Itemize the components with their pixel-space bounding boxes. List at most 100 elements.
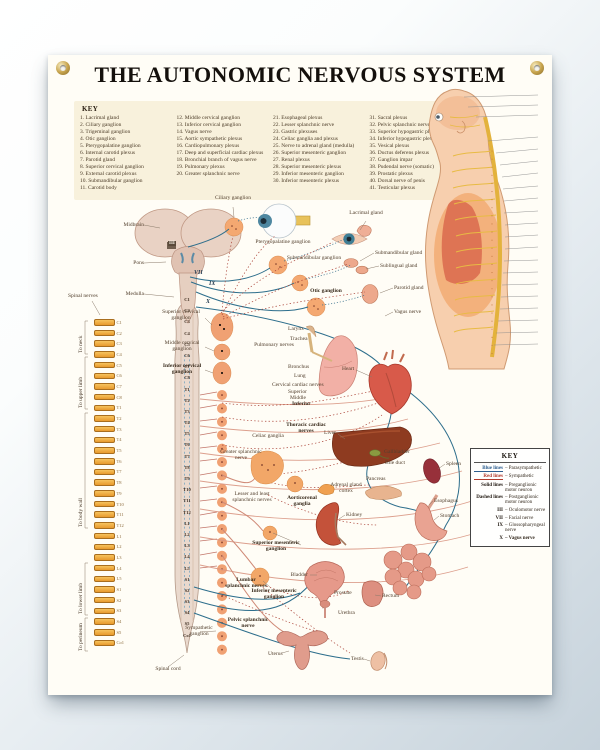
cord-level-label: S1 xyxy=(184,576,190,582)
key-item: 1. Lacrimal gland xyxy=(80,115,119,121)
key-item: 30. Inferior mesenteric plexus xyxy=(273,178,339,184)
label-bile-duct: Bile duct xyxy=(385,460,406,466)
spinal-nerve-stub: T8 xyxy=(94,477,136,488)
bladder-illustration xyxy=(304,561,345,618)
lung-illustration xyxy=(305,325,358,397)
legend-row-dashed: Dashed lines Postganglionic motor neuron xyxy=(474,495,546,505)
parotid-gland-shape xyxy=(361,284,379,304)
cord-level-label: C1 xyxy=(184,297,190,302)
cord-level-label: C6 xyxy=(184,352,190,358)
spinal-nerve-stub: C2 xyxy=(94,328,136,339)
line-legend-box: KEY Blue lines Parasympathetic Red lines… xyxy=(470,448,550,547)
label-bladder: Bladder xyxy=(290,572,308,578)
key-item: 34. Inferior hypogastric plexus xyxy=(369,136,438,142)
key-item: 23. Gastric plexuses xyxy=(273,129,318,135)
intestines-illustration xyxy=(383,543,437,600)
label-gallbladder: Gallbladder xyxy=(384,449,410,455)
legend-term-IX: IX xyxy=(497,523,503,529)
spinal-nerve-stub: C4 xyxy=(94,349,136,360)
label-inferior-cervical-ganglion: Inferior cervical ganglion xyxy=(162,363,202,376)
spinal-nerve-stub: L2 xyxy=(94,541,136,552)
group-label-to-perineum: To perineum xyxy=(78,623,84,651)
legend-desc-preganglionic: Preganglionic motor neuron xyxy=(503,483,546,493)
key-item: 16. Cardiopulmonary plexus xyxy=(176,143,240,149)
spinal-nerve-stub: T9 xyxy=(94,488,136,499)
legend-term-dashed-lines: Dashed lines xyxy=(476,495,503,501)
sympathetic-chain-illustration xyxy=(210,312,234,660)
key-item: 6. Internal carotid plexus xyxy=(80,150,135,156)
label-submandibular-ganglion: Submandibular ganglion xyxy=(286,255,342,261)
key-item: 17. Deep and superficial cardiac plexus xyxy=(176,150,264,156)
spinal-nerve-stub: S5 xyxy=(94,627,136,638)
spinal-nerve-stub: T3 xyxy=(94,424,136,435)
key-panel-heading: KEY xyxy=(82,105,99,113)
spinal-nerve-stub: T2 xyxy=(94,413,136,424)
label-testis: Testis xyxy=(351,656,364,662)
legend-row-X: X Vagus nerve xyxy=(474,536,546,541)
cord-level-label: T6 xyxy=(184,442,190,448)
cord-level-label: C7 xyxy=(184,364,190,370)
cord-level-label: S4 xyxy=(184,610,190,616)
label-middle-cervical-ganglion: Middle cervical ganglion xyxy=(164,340,200,353)
label-stomach: Stomach xyxy=(440,513,460,519)
key-item: 27. Renal plexus xyxy=(273,157,310,163)
spinal-nerve-stub: C5 xyxy=(94,360,136,371)
label-lesser-least-splanchnic-nerves: Lesser and least splanchnic nerves xyxy=(232,491,272,504)
label-aorticorenal-ganglia: Aorticorenal ganglia xyxy=(287,495,317,508)
legend-row-blue: Blue lines Parasympathetic xyxy=(474,466,546,472)
key-item: 8. Superior cervical ganglion xyxy=(80,164,144,170)
label-sympathetic-ganglion: Sympathetic ganglion xyxy=(185,625,213,638)
label-bronchus: Bronchus xyxy=(288,364,310,370)
key-item: 9. External carotid plexus xyxy=(80,171,137,177)
label-parotid-gland: Parotid gland xyxy=(394,285,424,291)
spinal-nerve-stub: C7 xyxy=(94,381,136,392)
label-inferior-mesenteric-ganglion: Inferior mesenteric ganglion xyxy=(251,588,297,601)
cord-level-label: C2 xyxy=(184,308,190,314)
kidney-illustration xyxy=(315,502,347,546)
spinal-nerve-stub: S3 xyxy=(94,606,136,617)
numeral-glossopharyngeal-IX: IX xyxy=(209,281,216,287)
spinal-nerve-stub: S1 xyxy=(94,584,136,595)
key-item: 33. Superior hypogastric plexus xyxy=(369,129,440,135)
label-greater-splanchnic-nerve: Greater splanchnic nerve xyxy=(220,449,262,462)
key-item: 10. Submandibular ganglion xyxy=(80,178,143,184)
spinal-nerve-stub: C6 xyxy=(94,370,136,381)
cord-level-label: T11 xyxy=(183,498,191,504)
label-spinal-nerves: Spinal nerves xyxy=(68,293,98,299)
label-ciliary-ganglion: Ciliary ganglion xyxy=(215,195,251,201)
spinal-nerve-stub: T11 xyxy=(94,509,136,520)
legend-desc-glossopharyngeal: Glossopharyngeal nerve xyxy=(503,523,546,533)
sympathetic-dotted xyxy=(220,235,389,654)
label-submandibular-gland: Submandibular gland xyxy=(375,250,423,256)
key-item: 28. Superior mesenteric plexus xyxy=(273,164,342,170)
spinal-cord-illustration xyxy=(174,300,200,654)
gallbladder-illustration xyxy=(369,449,390,459)
key-item: 19. Pulmonary plexus xyxy=(176,164,225,170)
legend-desc-postganglionic: Postganglionic motor neuron xyxy=(503,495,546,505)
legend-desc-sympathetic: Sympathetic xyxy=(503,474,546,479)
grommet-left-icon xyxy=(56,61,70,75)
legend-heading: KEY xyxy=(474,452,546,463)
cord-level-label: T2 xyxy=(184,397,190,403)
spinal-nerve-stub: L4 xyxy=(94,563,136,574)
key-item: 38. Pudendal nerve (somatic) xyxy=(369,164,434,170)
uterus-illustration xyxy=(276,630,328,670)
legend-term-solid-lines: Solid lines xyxy=(481,482,503,488)
legend-desc-parasympathetic: Parasympathetic xyxy=(503,466,546,471)
prevertebral-ganglia-dots xyxy=(259,464,296,577)
legend-desc-vagus: Vagus nerve xyxy=(503,536,546,541)
cord-level-label: L3 xyxy=(184,543,190,549)
legend-term-VII: VII xyxy=(495,515,503,521)
prevertebral-ganglia xyxy=(250,450,304,587)
cord-level-label: C8 xyxy=(184,375,190,381)
label-sublingual-gland: Sublingual gland xyxy=(380,263,418,269)
key-item: 14. Vagus nerve xyxy=(176,129,212,135)
numeral-vagus-X: X xyxy=(206,299,211,305)
rami-communicantes xyxy=(199,391,218,569)
spinal-nerve-stub: Co1 xyxy=(94,638,136,649)
group-label-to-lower-limb: To lower limb xyxy=(78,582,84,614)
key-item: 22. Lesser splanchnic nerve xyxy=(273,122,335,128)
